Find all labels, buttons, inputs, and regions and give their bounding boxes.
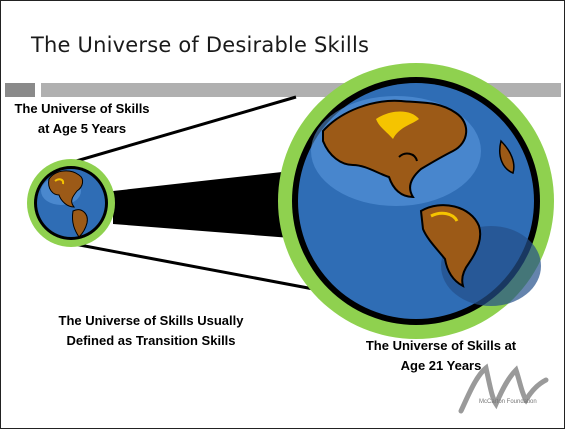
large-globe — [278, 63, 554, 339]
label-age-5: The Universe of Skills at Age 5 Years — [7, 99, 157, 139]
label-age-21-line1: The Universe of Skills at — [365, 338, 517, 353]
zoom-beam — [113, 171, 291, 238]
label-transition-line2: Defined as Transition Skills — [66, 333, 236, 348]
mccarton-logo-icon — [458, 363, 549, 414]
header-accent-bar — [5, 83, 35, 97]
top-connector-line — [65, 95, 297, 166]
label-age-5-line1: The Universe of Skills — [14, 101, 150, 116]
logo-caption: McCarton Foundation — [479, 399, 537, 405]
label-age-21: The Universe of Skills at Age 21 Years — [326, 336, 556, 376]
label-age-5-line2: at Age 5 Years — [37, 121, 127, 136]
label-transition-line1: The Universe of Skills Usually — [58, 313, 244, 328]
slide-title: The Universe of Desirable Skills — [31, 33, 370, 57]
bottom-connector-line — [68, 241, 357, 299]
small-globe — [27, 159, 115, 247]
label-age-21-line2: Age 21 Years — [400, 358, 482, 373]
label-transition-skills: The Universe of Skills Usually Defined a… — [21, 311, 281, 351]
